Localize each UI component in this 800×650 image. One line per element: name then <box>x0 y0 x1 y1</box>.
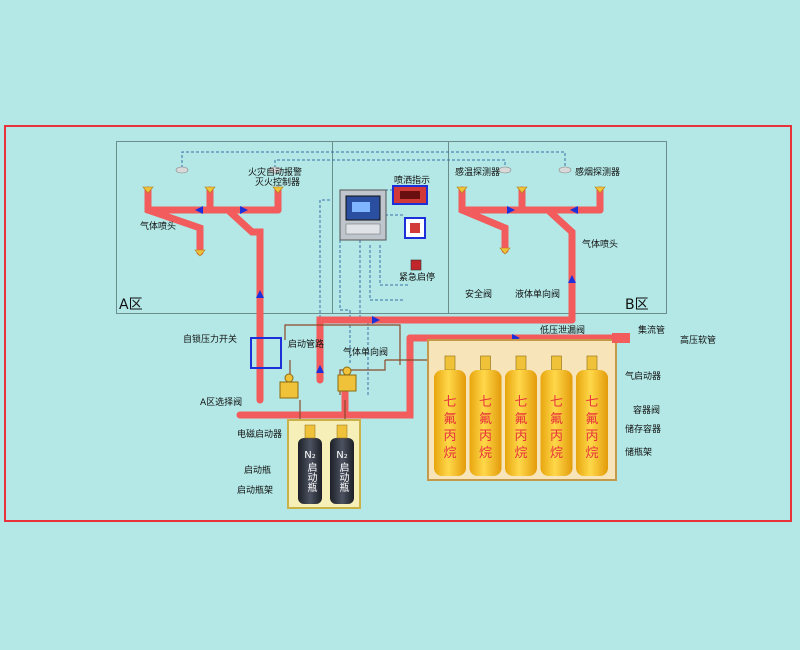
cylinder-char: 七 <box>550 395 563 410</box>
spray-indicator-label: 喷洒指示 <box>394 176 431 186</box>
n2-bottle-label-1: 启动瓶 <box>305 462 316 492</box>
detector-1 <box>175 166 189 174</box>
start-bottle-rack-label: 启动瓶架 <box>237 486 274 496</box>
manifold-label: 集流管 <box>638 326 666 336</box>
fire-panel-label-2: 灭火控制器 <box>255 178 301 188</box>
emergency-stop-label: 紧急启停 <box>399 273 436 283</box>
container-valve <box>444 355 456 371</box>
container-valve <box>480 355 491 371</box>
cylinder-char: 氟 <box>443 412 456 427</box>
start-bottle-label: 启动瓶 <box>244 466 272 476</box>
fire-panel-label-1: 火灾自动报警 <box>248 168 303 178</box>
fire-alarm-controller <box>339 189 387 241</box>
nozzle-a-label: 气体喷头 <box>140 222 177 232</box>
zone-divider-right <box>448 141 449 314</box>
liquid-check-valve-label: 液体单向阀 <box>515 290 561 300</box>
solenoid-actuator-label: 电磁启动器 <box>237 430 283 440</box>
cylinder-char: 氟 <box>585 412 598 427</box>
temp-detector <box>498 166 512 174</box>
ceiling-detectors <box>175 166 572 174</box>
storage-container-label: 储存容器 <box>625 425 662 435</box>
zone-b-selector-valve <box>337 374 357 392</box>
cylinder-char: 七 <box>514 395 527 410</box>
safety-valve-label: 安全阀 <box>465 290 493 300</box>
cylinder-body <box>576 370 608 476</box>
nozzle-b-label: 气体喷头 <box>582 240 619 250</box>
cylinder-char: 烷 <box>585 446 598 461</box>
cylinder-char: 丙 <box>443 429 456 444</box>
pneumatic-actuator-label: 气启动器 <box>625 372 662 382</box>
detector-2 <box>268 166 282 174</box>
agent-pipework <box>144 186 629 419</box>
start-pipe-label: 启动管路 <box>288 340 325 350</box>
cylinder-char: 氟 <box>479 412 492 427</box>
cylinder-char: 丙 <box>585 429 598 444</box>
cylinder-char: 七 <box>443 395 456 410</box>
low-pressure-relief-label: 低压泄漏阀 <box>540 326 586 336</box>
spray-indicator <box>392 185 428 205</box>
gas-check-valve-label: 气体单向阀 <box>343 348 389 358</box>
emergency-stop-button <box>410 259 422 271</box>
storage-rack-label: 储瓶架 <box>625 448 653 458</box>
control-module <box>404 217 426 239</box>
cylinder-char: 七 <box>585 395 598 410</box>
system-frame <box>4 125 792 522</box>
zone-divider-left <box>332 141 333 314</box>
cylinder-char: 丙 <box>514 429 527 444</box>
cylinder-body <box>540 370 573 476</box>
n2-bottle-label-2: 启动瓶 <box>337 462 348 492</box>
cylinder-char: 氟 <box>514 412 527 427</box>
smoke-detector <box>558 166 572 174</box>
cylinder-char: 烷 <box>514 446 527 461</box>
container-valve-label: 容器阀 <box>633 406 661 416</box>
gas-nozzles <box>142 186 606 257</box>
protected-area-box <box>116 141 667 314</box>
cylinder-body <box>505 370 537 476</box>
cylinder-char: 丙 <box>550 429 563 444</box>
cylinder-char: 氟 <box>550 412 563 427</box>
container-valve <box>586 355 598 371</box>
self-lock-switch-label: 自锁压力开关 <box>183 335 238 345</box>
n2-bottles <box>298 424 354 504</box>
cylinder-char: 七 <box>479 395 492 410</box>
zone-b-label: B区 <box>625 297 649 313</box>
container-valve <box>551 355 562 371</box>
n2-gas-label-2: N₂ <box>336 450 348 461</box>
n2-gas-label-1: N₂ <box>304 450 316 461</box>
cylinder-char: 烷 <box>550 446 563 461</box>
cylinder-body <box>434 370 466 476</box>
n2-bottle-1-text: N₂ 启动瓶 <box>300 450 320 492</box>
n2-bottle-2-text: N₂ 启动瓶 <box>332 450 352 492</box>
selector-valves <box>279 366 357 399</box>
zone-a-label: A区 <box>119 297 143 313</box>
cylinder-char: 烷 <box>479 446 492 461</box>
cylinder-char: 丙 <box>479 429 492 444</box>
zone-a-selector-label: A区选择阀 <box>200 398 243 408</box>
self-lock-switch-box <box>250 337 282 369</box>
smoke-detector-label: 感烟探测器 <box>575 168 621 178</box>
cylinder-body <box>469 370 502 476</box>
manifold-end <box>612 333 630 343</box>
cylinder-char: 烷 <box>443 446 456 461</box>
zone-a-selector-valve <box>279 381 299 399</box>
high-pressure-hose-label: 高压软管 <box>680 336 717 346</box>
signal-wiring <box>181 151 566 395</box>
temp-detector-label: 感温探测器 <box>455 168 501 178</box>
container-valve <box>515 355 527 371</box>
